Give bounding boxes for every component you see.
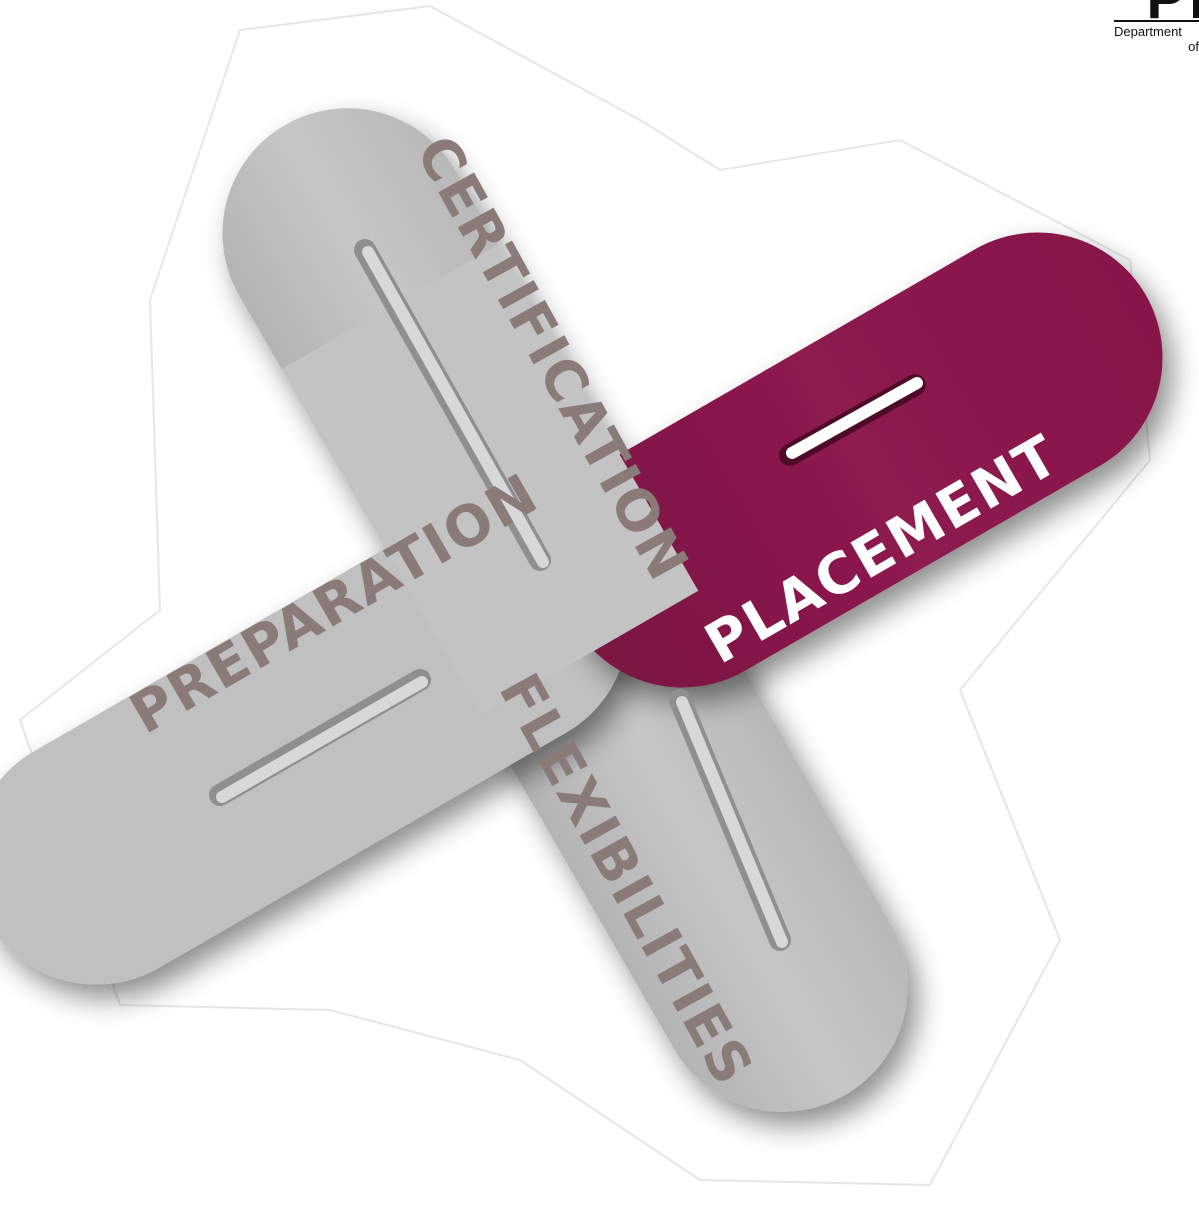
slot-top-inner: [362, 246, 549, 568]
band-placement: [557, 232, 1163, 688]
slot-right-inner: [676, 696, 788, 948]
logo-rule: [1114, 20, 1199, 22]
diagram-outline: [18, 4, 1152, 1187]
slot-left-inner: [216, 676, 428, 803]
logo-mark: PH: [1146, 0, 1199, 28]
logo-department-text: Department: [1114, 24, 1182, 39]
agency-logo: PH Department of: [1104, 0, 1199, 60]
slot-maroon-inner: [786, 377, 923, 459]
logo-of-text: of: [1188, 39, 1199, 54]
slots: [209, 239, 926, 951]
